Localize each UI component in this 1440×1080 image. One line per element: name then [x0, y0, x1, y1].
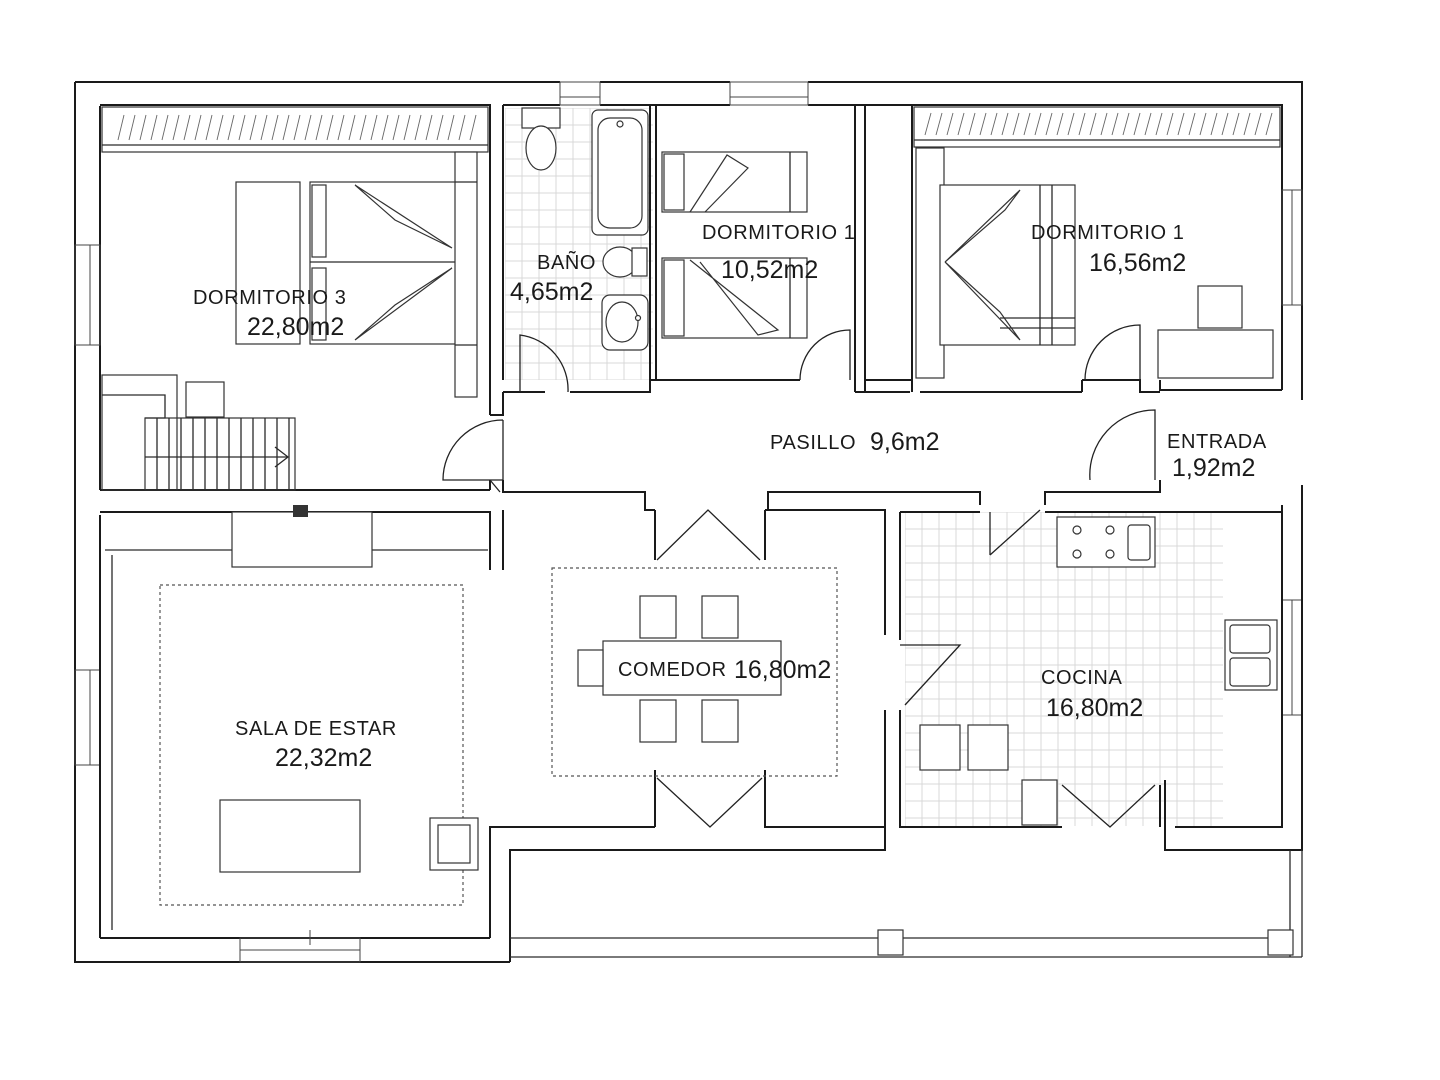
room-area-dormitorio-1b: 16,56m2	[1089, 249, 1187, 277]
room-name-dormitorio-1a: DORMITORIO 1	[702, 222, 856, 244]
room-name-dormitorio-1b: DORMITORIO 1	[1031, 222, 1185, 244]
outer-walls	[74, 81, 1303, 963]
bed-dormitorio-3	[235, 151, 478, 398]
bed-dormitorio-1a	[661, 151, 808, 339]
kitchen-fixtures	[919, 516, 1278, 826]
room-area-comedor: 16,80m2	[734, 656, 832, 684]
bathroom-fixtures	[521, 107, 649, 351]
room-name-sala-de-estar: SALA DE ESTAR	[235, 718, 397, 740]
room-name-entrada: ENTRADA	[1167, 431, 1267, 453]
room-area-pasillo: 9,6m2	[870, 428, 940, 456]
room-area-bano: 4,65m2	[510, 278, 594, 306]
room-area-dormitorio-3: 22,80m2	[247, 313, 345, 341]
room-area-dormitorio-1a: 10,52m2	[721, 256, 819, 284]
wardrobe-dormitorio-1b	[913, 106, 1281, 148]
living-room-furniture	[111, 555, 479, 930]
room-name-dormitorio-3: DORMITORIO 3	[193, 287, 347, 309]
room-name-bano: BAÑO	[537, 252, 597, 274]
room-area-entrada: 1,92m2	[1172, 454, 1256, 482]
room-area-cocina: 16,80m2	[1046, 694, 1144, 722]
room-name-comedor: COMEDOR	[618, 659, 727, 681]
bed-dormitorio-1b	[915, 147, 1274, 379]
interior-walls	[100, 104, 1282, 828]
doors	[442, 324, 1156, 828]
staircase	[101, 374, 296, 491]
room-name-cocina: COCINA	[1041, 667, 1123, 689]
room-name-pasillo: PASILLO	[770, 432, 857, 454]
wardrobe-dormitorio-3	[101, 106, 489, 153]
dining-furniture	[551, 567, 838, 777]
room-area-sala-de-estar: 22,32m2	[275, 744, 373, 772]
